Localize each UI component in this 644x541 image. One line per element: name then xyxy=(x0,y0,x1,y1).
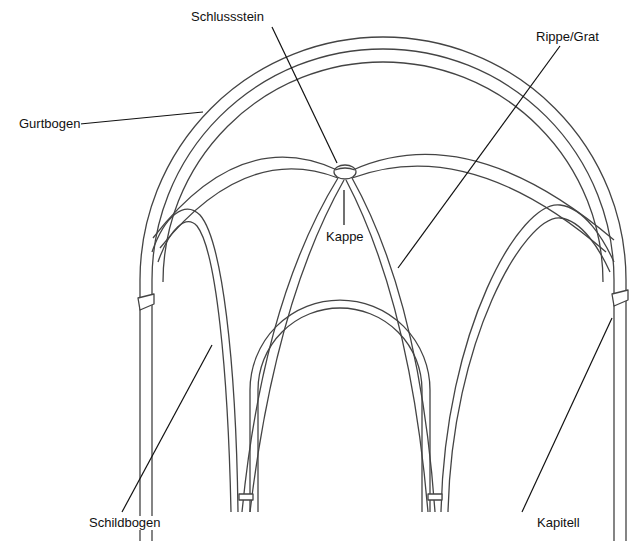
transverse-arch-inner xyxy=(152,49,614,541)
leader-line xyxy=(343,190,344,225)
leader-line xyxy=(80,112,203,124)
part-label: Schildbogen xyxy=(88,516,162,530)
capital xyxy=(612,290,628,306)
leader-line xyxy=(522,318,612,512)
transverse-arch xyxy=(140,37,626,541)
rib-base xyxy=(428,494,442,500)
front-arch xyxy=(250,300,430,512)
part-label: Kappe xyxy=(325,230,365,244)
wall-arch xyxy=(441,205,614,512)
keystone-line xyxy=(335,168,355,170)
keystone xyxy=(334,165,356,179)
transverse-arch-soffit xyxy=(163,62,603,282)
leader-line xyxy=(272,27,337,163)
part-label: Gurtbogen xyxy=(18,117,81,131)
part-label: Kapitell xyxy=(536,516,581,530)
capital xyxy=(138,294,154,310)
rib xyxy=(160,169,338,248)
part-label: Rippe/Grat xyxy=(535,30,600,44)
leader-line xyxy=(398,46,560,268)
wall-arch xyxy=(448,218,610,512)
leader-line xyxy=(122,345,212,512)
rib xyxy=(153,157,337,238)
wall-arch xyxy=(158,222,231,512)
wall-arch xyxy=(152,209,238,512)
rib-base xyxy=(239,494,253,500)
front-arch xyxy=(258,308,422,512)
rib xyxy=(352,166,606,252)
part-label: Schlussstein xyxy=(190,10,265,24)
